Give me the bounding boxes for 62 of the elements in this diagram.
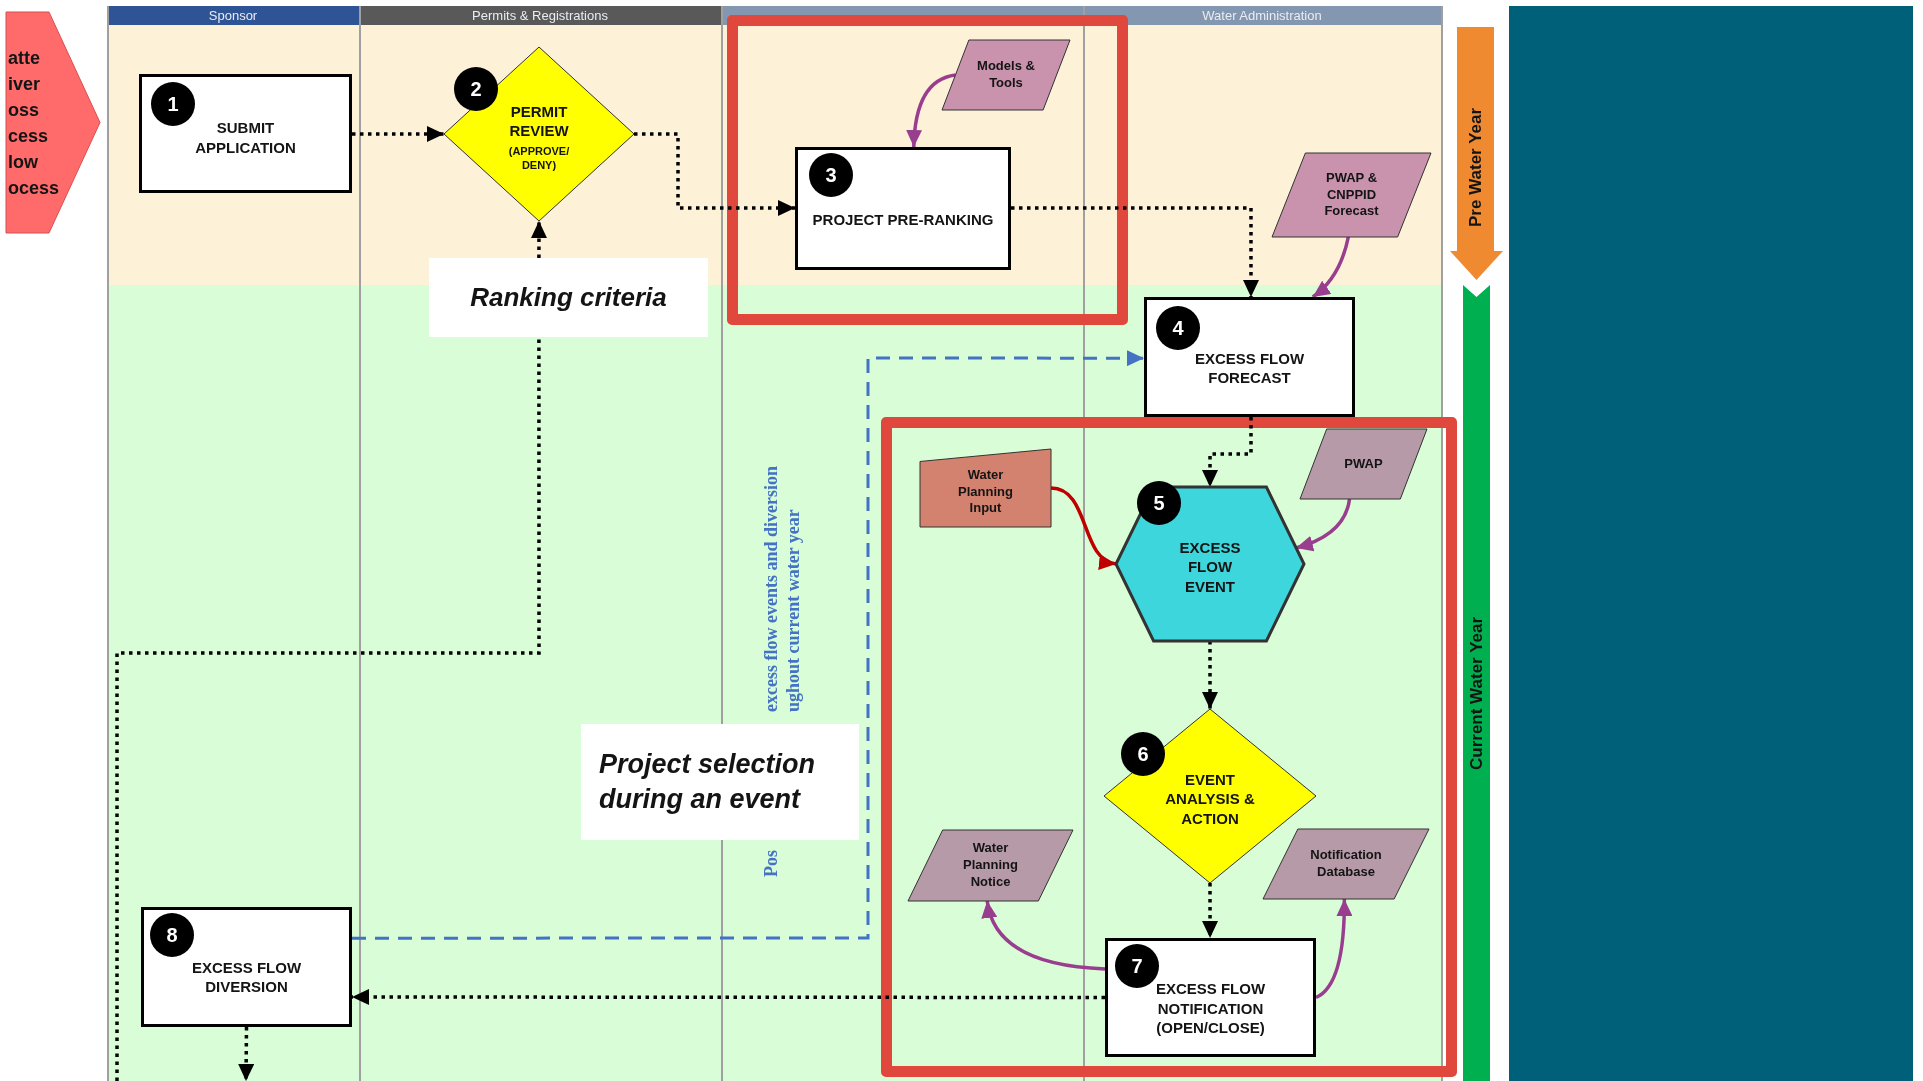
step-number-badge: 8 <box>150 913 194 957</box>
process-box <box>1105 938 1316 1057</box>
data-parallelogram <box>942 40 1070 110</box>
lane-header: Sponsor <box>107 6 359 25</box>
node-label: (APPROVE/ DENY) <box>507 143 571 173</box>
step-number-badge: 3 <box>809 153 853 197</box>
connector-arrow <box>1202 417 1253 487</box>
data-parallelogram <box>1272 153 1431 237</box>
down-arrow-band <box>1450 27 1503 280</box>
vertical-note: excess flow events and diversion <box>762 466 780 712</box>
step-number-badge: 1 <box>151 82 195 126</box>
node-label: PWAP <box>1344 455 1383 473</box>
lane-header: Water Administration <box>1083 6 1441 25</box>
node-label: PROJECT PRE-RANKING <box>812 209 994 230</box>
connector-arrow <box>1050 486 1117 567</box>
decision-diamond <box>444 47 634 221</box>
node-label: PWAP & CNPPID Forecast <box>1323 169 1380 221</box>
connector-arrow <box>1011 206 1259 297</box>
connector-arrow <box>1315 899 1353 1000</box>
callout-text: Ranking criteria <box>470 280 667 314</box>
node-label: EXCESS FLOW FORECAST <box>1193 348 1306 388</box>
node-label: EXCESS FLOW EVENT <box>1178 537 1242 597</box>
timeline-bar <box>1463 285 1490 1081</box>
node-label: EXCESS FLOW DIVERSION <box>190 957 303 997</box>
node-label: PERMIT REVIEW <box>508 101 570 141</box>
connector-arrow <box>906 73 956 148</box>
process-box <box>795 147 1011 270</box>
process-box <box>141 907 352 1027</box>
process-box <box>139 74 352 193</box>
node-label: Notification Database <box>1309 847 1383 881</box>
lane-header: Permits & Registrations <box>359 6 721 25</box>
manual-input-shape <box>920 449 1051 527</box>
node-label: Models & Tools <box>976 58 1036 92</box>
connector-arrow <box>238 1027 255 1081</box>
arrow-label: atte iver oss cess low ocess <box>8 47 60 200</box>
data-parallelogram <box>1263 829 1429 899</box>
data-parallelogram <box>1300 429 1427 499</box>
callout-box <box>429 258 708 337</box>
callout-text: Project selection during an event <box>599 747 817 816</box>
process-box <box>1144 297 1355 417</box>
band-label: Current Water Year <box>1468 616 1485 770</box>
connector-arrow <box>1202 883 1219 938</box>
connector-arrow <box>352 989 1105 1005</box>
connector-line <box>115 337 541 1081</box>
callout-box <box>581 724 859 840</box>
connector-arrow <box>530 221 547 258</box>
connector-arrow <box>352 126 444 142</box>
node-label: EVENT ANALYSIS & ACTION <box>1164 769 1256 829</box>
band-label: Pre Water Year <box>1467 107 1484 227</box>
connector-arrow <box>1295 498 1352 551</box>
data-parallelogram <box>908 830 1073 901</box>
connector-arrow <box>352 350 1144 940</box>
pentagon-arrow <box>6 12 100 233</box>
node-label: Water Planning Notice <box>962 840 1019 891</box>
step-number-badge: 4 <box>1156 306 1200 350</box>
connector-arrow <box>634 132 795 216</box>
vertical-note: Pos <box>762 850 780 877</box>
node-label: SUBMIT APPLICATION <box>194 118 297 157</box>
node-label: Water Planning Input <box>957 466 1014 518</box>
connector-arrow <box>982 900 1106 971</box>
connector-arrow <box>1202 641 1218 709</box>
connector-arrow <box>1311 236 1351 299</box>
